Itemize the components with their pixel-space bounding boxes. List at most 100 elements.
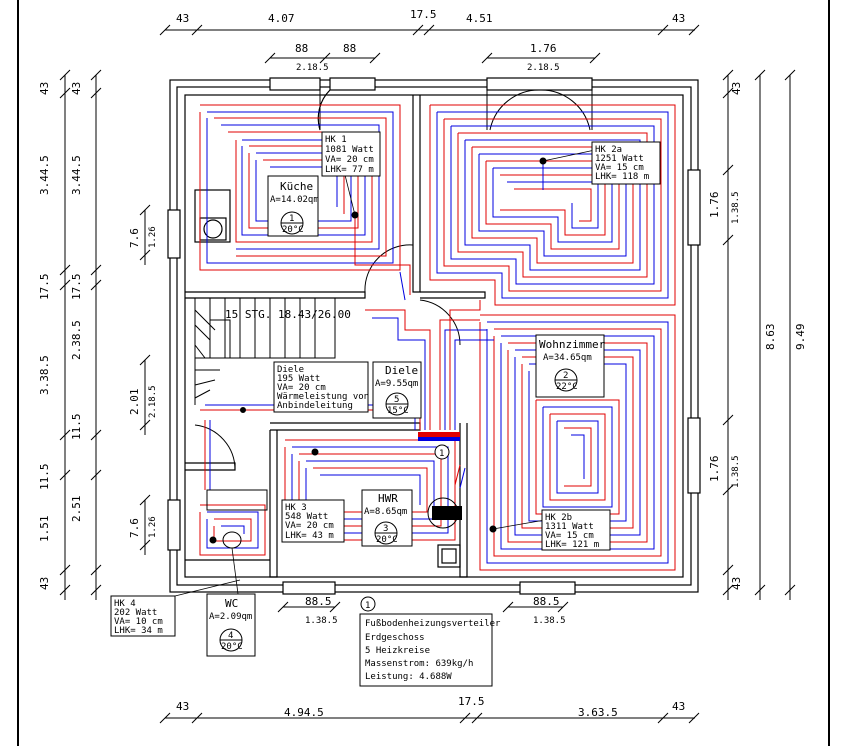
hk2b-line3: VA= 15 cm: [545, 531, 594, 541]
staircase: [194, 297, 336, 405]
hk2a-line1: HK 2a: [595, 145, 622, 155]
dim-left-i-8: 2.51: [70, 496, 83, 523]
hwr-temp: 20°C: [376, 535, 398, 545]
circuit-info-hk2b: HK 2b 1311 Watt VA= 15 cm LHK= 121 m: [541, 509, 611, 551]
wc-temp: 20°C: [221, 642, 243, 652]
hk4-line4: LHK= 34 m: [114, 626, 163, 636]
dim-right-8: 43: [730, 577, 743, 590]
circuit-info-hk2a: HK 2a 1251 Watt VA= 15 cm LHK= 118 m: [591, 141, 661, 185]
diele-line2: 195 Watt: [277, 374, 320, 384]
dims-left-inner: 43 3.44.5 17.5 2.38.5 2.01 2.18.5 11.5 2…: [70, 82, 158, 522]
dim-top-in-1: 88: [295, 42, 308, 55]
dim-left-i-2: 3.44.5: [70, 155, 83, 195]
hk2b-line2: 1311 Watt: [545, 522, 594, 532]
dim-left-i-4: 2.38.5: [70, 320, 83, 360]
distributor-marker-num: 1: [439, 449, 444, 459]
diele-num: 5: [394, 395, 399, 405]
hk1-line1: HK 1: [325, 135, 347, 145]
dim-left-s-4: 1.26: [148, 516, 158, 538]
room-label-wc: WC A=2.09qm 4 20°C: [206, 593, 256, 657]
hk1-line4: LHK= 77 m: [325, 165, 374, 175]
dim-top-5: 43: [672, 12, 685, 25]
hk1-line3: VA= 20 cm: [325, 155, 374, 165]
dim-left-o-4: 3.38.5: [38, 355, 51, 395]
dim-left-s-3: 7.6: [128, 518, 141, 538]
dim-right-1: 43: [730, 82, 743, 95]
diele-line3: VA= 20 cm: [277, 383, 326, 393]
hk2b-line1: HK 2b: [545, 513, 572, 523]
dim-top-3: 17.5: [410, 8, 437, 21]
hk4-line3: VA= 10 cm: [114, 617, 163, 627]
legend-line1: Fußbodenheizungsverteiler: [365, 619, 501, 629]
dim-left-o-5: 11.5: [38, 464, 51, 491]
wc-num: 4: [228, 631, 233, 641]
dim-top-4: 4.51: [466, 12, 493, 25]
legend: 1 Fußbodenheizungsverteiler Erdgeschoss …: [359, 596, 501, 687]
hwr-name: HWR: [378, 492, 398, 505]
dims-right: 43 1.76 1.38.5 8.63 9.49 1.76 1.38.5 43: [708, 82, 807, 590]
circuit-info-hk3: HK 3 548 Watt VA= 20 cm LHK= 43 m: [281, 499, 345, 543]
room-label-wohnzimmer: Wohnzimmer A=34.65qm 2 22°C: [535, 334, 606, 398]
dim-right-3: 1.38.5: [731, 191, 741, 224]
dim-top-in-2: 88: [343, 42, 356, 55]
hk3-line4: LHK= 43 m: [285, 531, 334, 541]
diele-area: A=9.55qm: [375, 379, 418, 389]
doors: [194, 89, 593, 471]
dim-right-5: 9.49: [794, 324, 807, 351]
dim-top-in-3: 2.18.5: [296, 63, 329, 73]
circuit-info-hk1: HK 1 1081 Watt VA= 20 cm LHK= 77 m: [321, 131, 381, 177]
legend-line4: Massenstrom: 639kg/h: [365, 659, 473, 669]
circuit-info-diele: Diele 195 Watt VA= 20 cm Wärmeleistung v…: [273, 361, 369, 413]
legend-marker: 1: [365, 601, 370, 611]
pipes-hk2a: [429, 104, 676, 306]
leader-lines: [174, 149, 596, 597]
hk3-line2: 548 Watt: [285, 512, 328, 522]
diele-temp: 15°C: [387, 406, 409, 416]
dim-right-6: 1.76: [708, 456, 721, 483]
dim-left-o-6: 1.51: [38, 516, 51, 543]
wc-area: A=2.09qm: [209, 612, 252, 622]
dim-bot-in-1: 88.5: [305, 595, 332, 608]
wohnzimmer-area: A=34.65qm: [543, 353, 592, 363]
diele-name: Diele: [385, 364, 418, 377]
dim-right-2: 1.76: [708, 192, 721, 219]
dim-top-in-4: 1.76: [530, 42, 557, 55]
dim-bot-4: 3.63.5: [578, 706, 618, 719]
dim-left-i-1: 43: [70, 82, 83, 95]
distributor-marker: 1: [434, 444, 450, 460]
distributor: [418, 432, 466, 529]
dim-right-7: 1.38.5: [731, 455, 741, 488]
hk2a-line3: VA= 15 cm: [595, 163, 644, 173]
dim-left-o-1: 43: [38, 82, 51, 95]
wohnzimmer-name: Wohnzimmer: [539, 338, 606, 351]
dim-bot-1: 43: [176, 700, 189, 713]
diele-line4: Wärmeleistung von: [277, 392, 369, 402]
dim-right-4: 8.63: [764, 324, 777, 351]
dim-left-i-6: 2.18.5: [148, 385, 158, 418]
dim-bot-2: 4.94.5: [284, 706, 324, 719]
legend-line3: 5 Heizkreise: [365, 646, 430, 656]
dim-left-i-5: 2.01: [128, 389, 141, 416]
dims-left-outer: 43 3.44.5 17.5 3.38.5 11.5 1.51 43: [38, 82, 51, 590]
hk3-line3: VA= 20 cm: [285, 521, 334, 531]
kueche-area: A=14.02qm: [270, 195, 319, 205]
kueche-temp: 20°C: [282, 225, 304, 235]
dim-left-i-7: 11.5: [70, 414, 83, 441]
room-label-diele: Diele A=9.55qm 5 15°C: [372, 361, 422, 419]
dim-bot-in-2: 1.38.5: [305, 616, 338, 626]
dim-bot-3: 17.5: [458, 695, 485, 708]
wohnzimmer-num: 2: [563, 371, 568, 381]
dim-left-s-1: 7.6: [128, 228, 141, 248]
hk4-line2: 202 Watt: [114, 608, 157, 618]
kueche-num: 1: [289, 214, 294, 224]
hwr-area: A=8.65qm: [364, 507, 407, 517]
room-label-hwr: HWR A=8.65qm 3 20°C: [361, 489, 413, 547]
dims-left-small: 7.6 1.26 7.6 1.26: [128, 226, 158, 538]
dim-left-s-2: 1.26: [148, 226, 158, 248]
stair-label: 15 STG. 18.43/26.00: [225, 308, 351, 321]
dim-left-o-7: 43: [38, 577, 51, 590]
dim-top-2: 4.07: [268, 12, 295, 25]
dim-top-in-5: 2.18.5: [527, 63, 560, 73]
wc-name: WC: [225, 597, 238, 610]
